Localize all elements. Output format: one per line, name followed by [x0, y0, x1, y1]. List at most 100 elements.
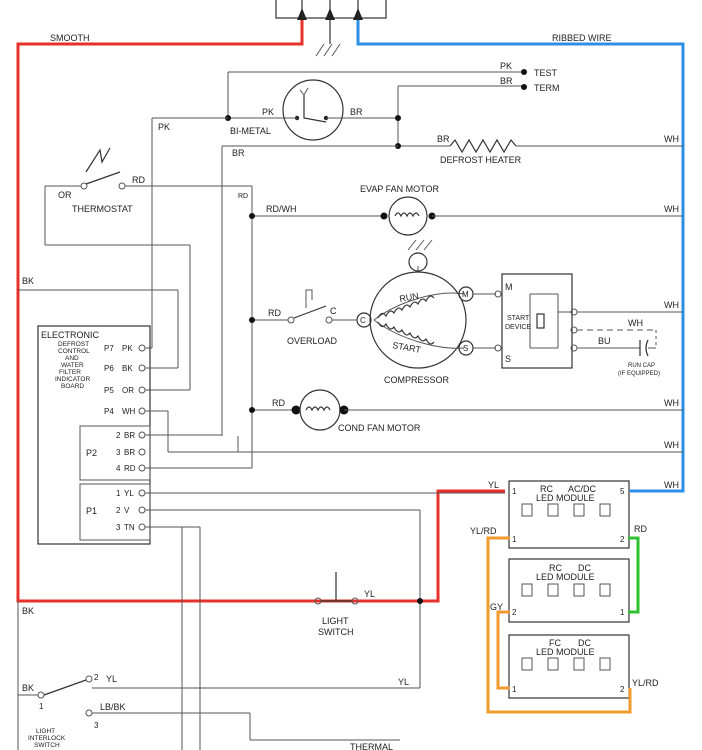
p2-pin4-n: 4 — [116, 464, 121, 473]
start-device-label-1: START — [507, 315, 530, 322]
ribbed-wire — [356, 20, 685, 493]
interlock-label-3: SWITCH — [34, 742, 60, 749]
led2-t2: DC — [578, 563, 591, 573]
start-device-wh-label: WH — [664, 300, 679, 310]
br-side-label: BR — [232, 148, 245, 158]
cond-fan-label: COND FAN MOTOR — [338, 423, 421, 433]
test-pk-label: PK — [500, 61, 512, 71]
led1-p4: 2 — [620, 535, 625, 544]
led2-t1: RC — [549, 563, 562, 573]
run-cap-label: RUN CAP — [628, 363, 655, 369]
term-br-label: BR — [500, 76, 513, 86]
pin-p4-color: WH — [122, 407, 136, 416]
led-ylrd-label: YL/RD — [470, 526, 497, 536]
led1-t3: LED MODULE — [536, 493, 595, 503]
board-sub-2: AND — [65, 355, 79, 362]
led-yl-label: YL — [488, 480, 499, 490]
compressor — [356, 239, 474, 369]
bimetal-switch — [282, 79, 344, 141]
light-switch-label-2: SWITCH — [318, 627, 354, 637]
interlock-yl2: YL — [398, 677, 409, 687]
heater-wh-label: WH — [664, 134, 679, 144]
led-module-2 — [508, 558, 630, 623]
start-device-wh2-label: WH — [628, 318, 643, 328]
compressor-c-inner: C — [360, 316, 366, 325]
pin-p5-color: OR — [122, 386, 134, 395]
green-wire — [628, 536, 640, 614]
term-terminal-label: TERM — [534, 83, 560, 93]
test-terminal-label: TEST — [534, 68, 558, 78]
compressor-start-label: START — [392, 340, 422, 355]
p2-pin2-n: 2 — [116, 431, 121, 440]
light-switch-label-1: LIGHT — [322, 616, 349, 626]
overload-label: OVERLOAD — [287, 336, 338, 346]
thermostat-rd2-label: RD — [238, 193, 248, 200]
board-sub-4: FILTER — [59, 369, 81, 376]
defrost-heater-label: DEFROST HEATER — [440, 155, 522, 165]
p1-pin1-c: YL — [124, 489, 134, 498]
led3-t2: DC — [578, 638, 591, 648]
thermostat-switch — [80, 147, 126, 190]
heater-br-label: BR — [437, 134, 450, 144]
p2-pin3-n: 3 — [116, 448, 121, 457]
led3-t3: LED MODULE — [536, 647, 595, 657]
thermostat-rd-label: RD — [132, 175, 145, 185]
pin-p7-id: P7 — [104, 344, 114, 353]
compressor-run-label: RUN — [399, 291, 420, 304]
evap-fan-label: EVAP FAN MOTOR — [360, 184, 440, 194]
start-device-bu-label: BU — [598, 336, 611, 346]
start-device-label-2: DEVICE — [505, 324, 531, 331]
compressor-s-inner: S — [463, 344, 468, 353]
thermostat-label: THERMOSTAT — [72, 204, 133, 214]
pin-p5-id: P5 — [104, 386, 114, 395]
bimetal-pk-label: PK — [262, 107, 274, 117]
led-wh-label: WH — [664, 480, 679, 490]
orange-wire — [486, 536, 632, 714]
bk3-side-label: BK — [22, 683, 34, 693]
led-ylrd2-label: YL/RD — [632, 678, 659, 688]
p1-pin1-n: 1 — [116, 489, 121, 498]
cond-fan-rd-label: RD — [272, 398, 285, 408]
compressor-label: COMPRESSOR — [384, 375, 450, 385]
bk2-side-label: BK — [22, 606, 34, 616]
p2-pin4-c: RD — [124, 464, 136, 473]
p1-pin3-c: TN — [124, 523, 135, 532]
led2-t3: LED MODULE — [536, 572, 595, 582]
led-module-1 — [508, 480, 630, 549]
compressor-m-inner: M — [462, 290, 469, 299]
pin-p6-id: P6 — [104, 364, 114, 373]
led3-p2: 2 — [620, 685, 625, 694]
interlock-lbbk: LB/BK — [100, 702, 126, 712]
defrost-heater-resistor — [449, 138, 517, 154]
bimetal-br-label: BR — [350, 107, 363, 117]
led3-t1: FC — [549, 638, 561, 648]
led1-t1: RC — [540, 484, 553, 494]
p1-pin2-c: V — [124, 506, 130, 515]
overload-c-label: C — [330, 306, 337, 316]
board-sub-0: DEFROST — [58, 341, 89, 348]
board-title: ELECTRONIC — [41, 330, 100, 340]
evap-fan-rdwh-label: RD/WH — [266, 204, 297, 214]
p2-pin3-c: BR — [124, 448, 135, 457]
interlock-n1: 1 — [39, 702, 44, 711]
p2-label: P2 — [86, 448, 97, 458]
interlock-label-1: LIGHT — [36, 728, 55, 735]
light-switch-yl: YL — [364, 589, 375, 599]
interlock-n2: 2 — [94, 673, 99, 682]
led2-p2: 1 — [620, 608, 625, 617]
led-gy-label: GY — [490, 602, 503, 612]
p1-pin2-n: 2 — [116, 506, 121, 515]
led1-p1: 1 — [512, 487, 517, 496]
wh-right-label: WH — [664, 440, 679, 450]
board-sub-6: BOARD — [61, 383, 84, 390]
power-plug — [275, 0, 387, 57]
interlock-yl: YL — [106, 674, 117, 684]
led1-p3: 1 — [512, 535, 517, 544]
thermostat-or-label: OR — [58, 190, 72, 200]
led1-p2: 5 — [620, 487, 625, 496]
board-sub-1: CONTROL — [58, 348, 90, 355]
led1-t2: AC/DC — [568, 484, 597, 494]
overload-rd-label: RD — [268, 308, 281, 318]
pin-p7-color: PK — [122, 344, 133, 353]
